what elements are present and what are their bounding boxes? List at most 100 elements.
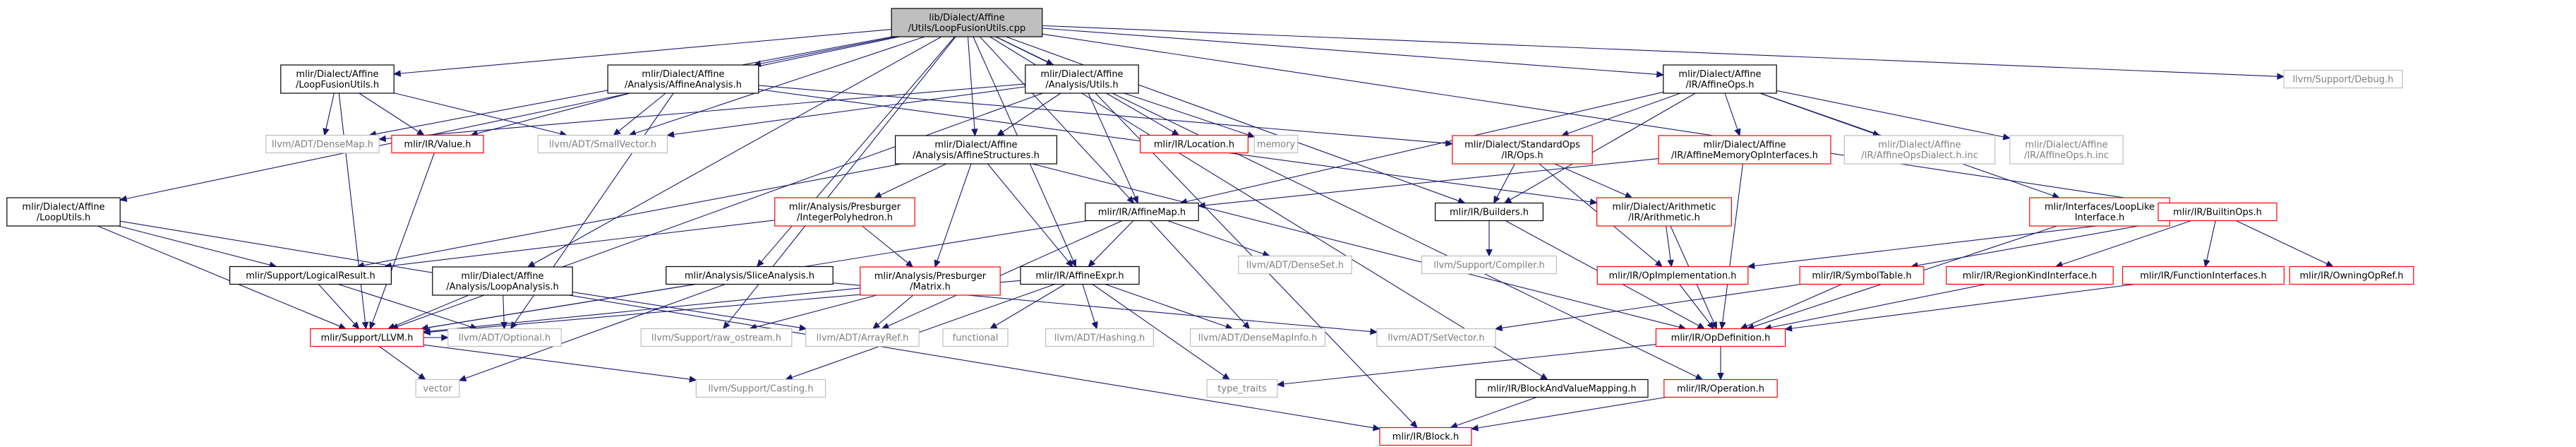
node-loputils-h[interactable]: mlir/Dialect/Affine/LoopUtils.h — [6, 197, 121, 227]
node-memory[interactable]: memory — [1253, 134, 1299, 154]
node-box — [1663, 379, 1778, 398]
node-affineopsdialect-inc[interactable]: mlir/Dialect/Affine/IR/AffineOpsDialect.… — [1843, 135, 1996, 165]
edge-arrowhead — [1697, 322, 1706, 330]
node-box — [891, 8, 1043, 37]
node-arrayref-h[interactable]: llvm/ADT/ArrayRef.h — [805, 328, 920, 347]
node-box — [640, 328, 793, 347]
node-label: llvm/ADT/Optional.h — [459, 333, 551, 344]
edge-logicalresult-h-to-optional-h — [337, 283, 471, 328]
edge-affineops-h-to-affinememopinterfaces-h — [1724, 93, 1738, 130]
node-regionkindinterface-h[interactable]: mlir/IR/RegionKindInterface.h — [1946, 266, 2114, 285]
edge-arrowhead — [1624, 191, 1633, 198]
edge-matrix-h-to-raw-ostream-h — [755, 294, 877, 328]
node-builders-h[interactable]: mlir/IR/Builders.h — [1434, 202, 1543, 222]
edge-arrowhead — [369, 321, 376, 330]
node-opimplementation-h[interactable]: mlir/IR/OpImplementation.h — [1596, 266, 1749, 285]
node-affineanalysis-h[interactable]: mlir/Dialect/Affine/Analysis/AffineAnaly… — [607, 64, 759, 94]
node-ops-h[interactable]: mlir/Dialect/StandardOps/IR/Ops.h — [1452, 135, 1593, 165]
edge-analysis-utils-h-to-location-h — [1106, 93, 1174, 133]
node-hashing-h[interactable]: llvm/ADT/Hashing.h — [1045, 328, 1154, 347]
node-box — [432, 266, 573, 296]
node-smallvector-h[interactable]: llvm/ADT/SmallVector.h — [537, 134, 668, 154]
edge-arrowhead — [1717, 373, 1724, 381]
edge-arrowhead — [1222, 373, 1231, 381]
node-label: mlir/IR/BlockAndValueMapping.h — [1487, 384, 1636, 395]
node-box — [1663, 64, 1777, 94]
edge-affinestructures-h-to-integerpolyhedron-h — [880, 163, 946, 196]
edge-llvm-h-to-casting-h — [423, 344, 690, 380]
edge-affineops-h-to-ops-h — [1567, 93, 1681, 134]
node-raw-ostream-h[interactable]: llvm/Support/raw_ostream.h — [640, 328, 793, 347]
edge-affinemap-h-to-denseset-h — [1167, 220, 1264, 255]
node-casting-h[interactable]: llvm/Support/Casting.h — [695, 379, 826, 398]
node-affinestructures-h[interactable]: mlir/Dialect/Affine/Analysis/AffineStruc… — [894, 135, 1057, 165]
node-label: /LoopUtils.h — [37, 213, 91, 223]
node-operation-h[interactable]: mlir/IR/Operation.h — [1663, 379, 1778, 398]
node-root[interactable]: lib/Dialect/Affine/Utils/LoopFusionUtils… — [891, 8, 1043, 37]
edge-root-to-affineops-h — [1042, 28, 1657, 75]
node-functional[interactable]: functional — [942, 328, 1009, 347]
node-functioninterfaces-h[interactable]: mlir/IR/FunctionInterfaces.h — [2122, 266, 2285, 285]
node-owningopref-h[interactable]: mlir/IR/OwningOpRef.h — [2289, 266, 2414, 285]
node-location-h[interactable]: mlir/IR/Location.h — [1139, 134, 1248, 154]
node-block-h[interactable]: mlir/IR/Block.h — [1379, 427, 1472, 446]
edge-llvm-h-to-vector — [379, 346, 421, 376]
node-compiler-h[interactable]: llvm/Support/Compiler.h — [1421, 255, 1557, 275]
edge-arrowhead — [378, 135, 387, 143]
node-denseset-h[interactable]: llvm/ADT/DenseSet.h — [1238, 255, 1352, 275]
node-optional-h[interactable]: llvm/ADT/Optional.h — [447, 328, 562, 347]
edge-affineexpr-h-to-type-traits — [1092, 284, 1224, 376]
node-box — [1655, 328, 1786, 347]
edge-arrowhead — [1126, 196, 1135, 204]
node-blockandvaluemapping-h[interactable]: mlir/IR/BlockAndValueMapping.h — [1475, 379, 1649, 398]
node-densemap-h[interactable]: llvm/ADT/DenseMap.h — [265, 134, 380, 154]
node-label: mlir/IR/AffineExpr.h — [1035, 271, 1124, 282]
node-llvm-h[interactable]: mlir/Support/LLVM.h — [310, 328, 424, 347]
edge-logicalresult-h-to-llvm-h — [318, 284, 355, 325]
edge-affineops-h-to-affinemap-h — [1186, 91, 1663, 203]
node-loopfusionutils-h[interactable]: mlir/Dialect/Affine/LoopFusionUtils.h — [280, 64, 395, 94]
node-label: mlir/Interfaces/LoopLike — [2045, 202, 2155, 213]
node-label: vector — [423, 384, 452, 395]
edge-arrowhead — [689, 376, 697, 383]
node-vector[interactable]: vector — [415, 379, 460, 398]
node-box — [1596, 197, 1733, 227]
node-matrix-h[interactable]: mlir/Analysis/Presburger/Matrix.h — [860, 266, 1001, 296]
node-box — [229, 266, 392, 285]
node-integerpolyhedron-h[interactable]: mlir/Analysis/Presburger/IntegerPolyhedr… — [774, 197, 915, 227]
edge-arithmetic-h-to-opimplementation-h — [1666, 225, 1671, 261]
node-box — [2009, 135, 2124, 165]
edge-arrowhead — [1747, 262, 1755, 270]
node-affinememopinterfaces-h[interactable]: mlir/Dialect/Affine/IR/AffineMemoryOpInt… — [1658, 135, 1831, 165]
node-logicalresult-h[interactable]: mlir/Support/LogicalResult.h — [229, 266, 392, 285]
node-analysis-utils-h[interactable]: mlir/Dialect/Affine/Analysis/Utils.h — [1025, 64, 1139, 94]
node-box — [2289, 266, 2414, 285]
node-box — [1376, 328, 1496, 347]
node-loopanalysis-h[interactable]: mlir/Dialect/Affine/Analysis/LoopAnalysi… — [432, 266, 573, 296]
node-type-traits[interactable]: type_traits — [1206, 379, 1278, 398]
node-debug-h[interactable]: llvm/Support/Debug.h — [2283, 69, 2403, 89]
node-sliceanalysis-h[interactable]: mlir/Analysis/SliceAnalysis.h — [666, 266, 833, 285]
node-affineexpr-h[interactable]: mlir/IR/AffineExpr.h — [1020, 266, 1140, 285]
node-setvector-h[interactable]: llvm/ADT/SetVector.h — [1376, 328, 1496, 347]
node-affineops-inc[interactable]: mlir/Dialect/Affine/IR/AffineOps.h.inc — [2009, 135, 2124, 165]
edge-arrowhead — [613, 128, 621, 136]
node-builtinops-h[interactable]: mlir/IR/BuiltinOps.h — [2157, 202, 2277, 222]
node-affinemap-h[interactable]: mlir/IR/AffineMap.h — [1085, 202, 1199, 222]
node-label: mlir/Support/LLVM.h — [321, 333, 414, 344]
node-label: mlir/IR/Value.h — [404, 140, 471, 150]
node-box — [1139, 134, 1248, 154]
node-arithmetic-h[interactable]: mlir/Dialect/Arithmetic/IR/Arithmetic.h — [1596, 197, 1733, 227]
node-densemapinfo-h[interactable]: llvm/ADT/DenseMapInfo.h — [1189, 328, 1325, 347]
graph-edges — [97, 25, 2334, 431]
node-affineops-h[interactable]: mlir/Dialect/Affine/IR/AffineOps.h — [1663, 64, 1777, 94]
node-opdefinition-h[interactable]: mlir/IR/OpDefinition.h — [1655, 328, 1786, 347]
edge-builtinops-h-to-functioninterfaces-h — [2206, 220, 2216, 261]
node-value-h[interactable]: mlir/IR/Value.h — [391, 134, 484, 154]
node-label: lib/Dialect/Affine — [929, 13, 1004, 23]
node-box — [1946, 266, 2114, 285]
edge-affinestructures-h-to-affineexpr-h — [987, 163, 1069, 262]
node-symboltable-h[interactable]: mlir/IR/SymbolTable.h — [1799, 266, 1925, 285]
edge-arrowhead — [2002, 133, 2011, 141]
